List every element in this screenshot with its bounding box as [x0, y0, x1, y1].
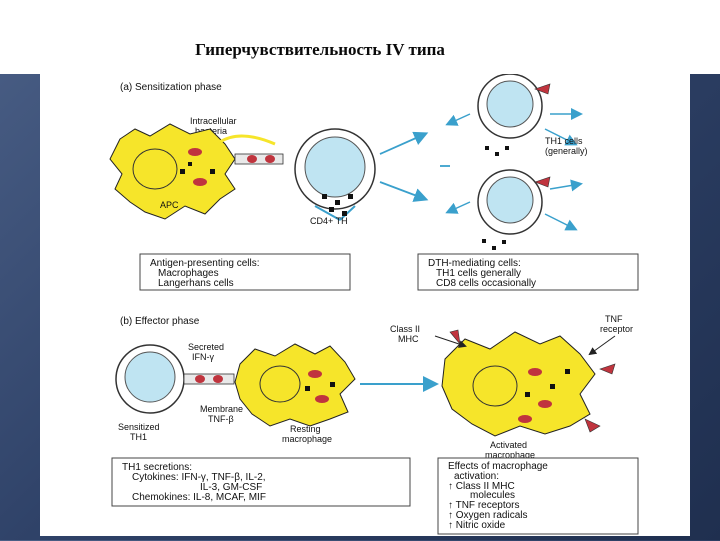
figure-panel: (a) Sensitization phase Intracellular ba…: [40, 73, 690, 536]
sensitized-th1-cell: [115, 344, 185, 414]
th1-generally: (generally): [545, 146, 588, 156]
effector-heading: (b) Effector phase: [120, 316, 200, 327]
th1-secretions-box: TH1 secretions: Cytokines: IFN-γ, TNF-β,…: [111, 457, 411, 507]
mhc-tcr-contact: [234, 153, 284, 165]
svg-text:↑ TNF receptors: ↑ TNF receptors: [448, 500, 520, 511]
membrane-label: Membrane: [200, 404, 243, 414]
svg-text:Chemokines: IL-8, MCAF, MIF: Chemokines: IL-8, MCAF, MIF: [132, 492, 266, 503]
mhc-label: MHC: [398, 334, 419, 344]
resting-macrophage: [234, 343, 356, 427]
immunology-diagram: (a) Sensitization phase Intracellular ba…: [109, 73, 639, 535]
dth-info-box: DTH-mediating cells: TH1 cells generally…: [417, 253, 639, 291]
class2-pointer: [434, 335, 467, 348]
svg-text:↑ Oxygen radicals: ↑ Oxygen radicals: [448, 510, 527, 521]
arrow-down: [379, 181, 429, 202]
cytokine-dots-top: [485, 146, 509, 156]
apc-label: APC: [160, 200, 179, 210]
svg-text:↑ Nitric oxide: ↑ Nitric oxide: [448, 520, 506, 531]
resting-label: Resting: [290, 424, 321, 434]
svg-text:Effects of macrophage: Effects of macrophage: [448, 461, 548, 472]
macrophage-label: macrophage: [282, 434, 332, 444]
receptor-label: receptor: [600, 324, 633, 334]
cd4-th-cell: [294, 128, 376, 210]
svg-text:Antigen-presenting cells:: Antigen-presenting cells:: [150, 258, 260, 269]
secreted-label: Secreted: [188, 342, 224, 352]
svg-text:molecules: molecules: [470, 490, 515, 501]
activated-label: Activated: [490, 440, 527, 450]
tnfb-label: TNF-β: [208, 414, 234, 424]
activated-macrophage: [441, 329, 616, 437]
th1-top-rays: [445, 108, 583, 146]
svg-text:↑ Class II MHC: ↑ Class II MHC: [448, 481, 515, 492]
macrophage-effects-box: Effects of macrophage activation: ↑ Clas…: [437, 457, 639, 535]
svg-text:CD8 cells occasionally: CD8 cells occasionally: [436, 278, 536, 289]
th1-b-label: TH1: [130, 432, 147, 442]
th1-bottom-rays: [445, 179, 583, 231]
svg-text:DTH-mediating cells:: DTH-mediating cells:: [428, 258, 521, 269]
bacteria-strand: [219, 134, 276, 146]
svg-text:activation:: activation:: [454, 471, 499, 482]
cd4-label: CD4+ TH: [310, 216, 348, 226]
slide-title: Гиперчувствительность IV типа: [195, 40, 445, 59]
th1-label: TH1 cells: [545, 136, 583, 146]
th1-cell-top: [477, 73, 551, 139]
cytokine-dots-a: [322, 194, 353, 216]
sensitized-label: Sensitized: [118, 422, 160, 432]
arrow-up: [379, 131, 429, 155]
title-band: [0, 0, 720, 74]
tnf-pointer: [588, 335, 616, 356]
activated-macrophage-label: macrophage: [485, 450, 535, 460]
svg-text:Cytokines: IFN-γ, TNF-β, IL-2,: Cytokines: IFN-γ, TNF-β, IL-2,: [132, 472, 266, 483]
svg-text:Macrophages: Macrophages: [158, 268, 219, 279]
ifn-label: IFN-γ: [192, 352, 214, 362]
svg-text:TH1 cells generally: TH1 cells generally: [436, 268, 521, 279]
sensitization-heading: (a) Sensitization phase: [120, 82, 222, 93]
svg-text:Langerhans cells: Langerhans cells: [158, 278, 234, 289]
class2-label: Class II: [390, 324, 420, 334]
intracellular-label: Intracellular: [190, 116, 237, 126]
apc-info-box: Antigen-presenting cells: Macrophages La…: [139, 253, 351, 291]
apc-cell: [109, 123, 236, 220]
svg-text:TH1 secretions:: TH1 secretions:: [122, 462, 192, 473]
cytokine-dots-bottom: [482, 239, 506, 250]
membrane-contact: [183, 373, 235, 385]
svg-text:IL-3, GM-CSF: IL-3, GM-CSF: [200, 482, 262, 493]
tnf-label: TNF: [605, 314, 623, 324]
th1-cell-bottom: [477, 169, 551, 235]
